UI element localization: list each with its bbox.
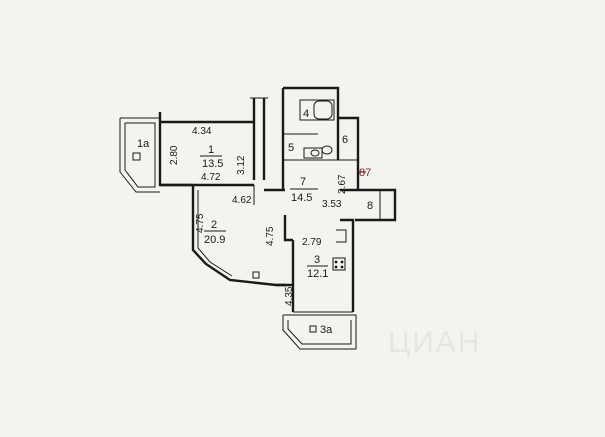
room-1a-number: 1а [137,138,150,150]
room-2-number: 2 [211,219,217,231]
room-7-dim-vertical: 2.67 [337,174,348,194]
room-3a-number: 3а [320,324,333,336]
room-3-dim-top: 2.79 [302,237,322,248]
room-2-dim-left: 4.75 [195,213,206,233]
room-3-dim-left: 4.35 [284,286,295,306]
room-1-area: 13.5 [202,158,223,170]
room2-symbol [252,271,260,279]
room-6-number: 6 [342,134,348,146]
room-5-number: 5 [288,142,294,154]
room-7-dim-horizontal: 3.53 [322,199,342,210]
balcony-symbol [132,152,141,161]
room-2-dim-top: 4.62 [232,195,252,206]
room-3-area: 12.1 [307,268,328,280]
room-4-number: 4 [303,108,309,120]
loggia-symbol [309,325,317,333]
room-1-dim-left: 2.80 [169,145,180,165]
room-8-number: 8 [367,200,373,212]
room-1-dim-bottom: 4.72 [201,172,221,183]
watermark: ЦИАН [388,326,481,359]
room-1-dim-right: 3.12 [236,155,247,175]
room-1-dim-top: 4.34 [192,126,212,137]
walls [119,86,397,350]
room-2-area: 20.9 [204,234,225,246]
room-1-number: 1 [208,144,214,156]
marker-label: 87 [359,167,371,179]
room-7-area: 14.5 [291,192,312,204]
room-7-number: 7 [300,176,306,188]
room-3-number: 3 [314,254,320,266]
room-2-dim-right: 4.75 [265,226,276,246]
